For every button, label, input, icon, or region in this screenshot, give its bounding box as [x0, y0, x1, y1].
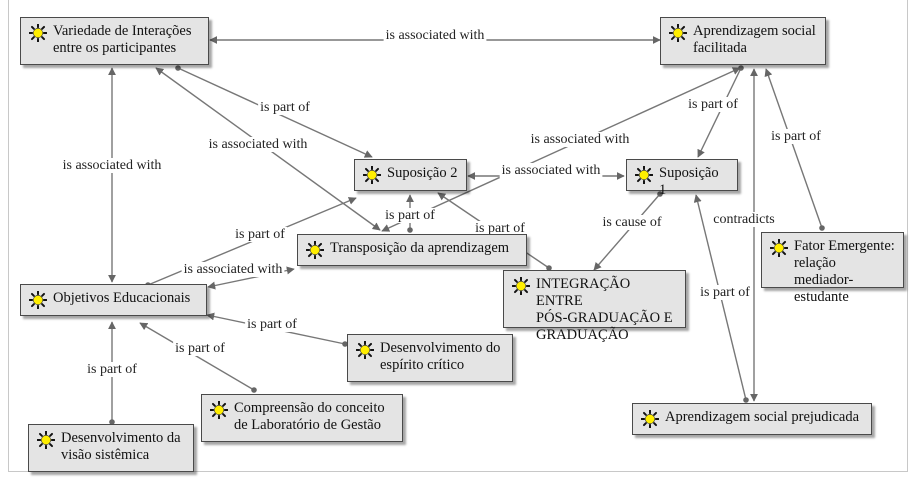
concept-sun-icon — [668, 23, 688, 43]
link-origin-dot — [743, 397, 749, 403]
concept-node-compreensao[interactable]: Compreensão do conceito de Laboratório d… — [201, 394, 403, 442]
link-label-background — [206, 137, 310, 152]
concept-sun-icon — [769, 238, 789, 258]
concept-node-integracao[interactable]: INTEGRAÇÃO ENTRE PÓS-GRADUAÇÃO E GRADUAÇ… — [503, 270, 686, 343]
concept-label: Transposição da aprendizagem — [330, 240, 510, 256]
concept-sun-icon — [634, 165, 654, 185]
link-label: is part of — [175, 341, 225, 356]
link-compreensao-objetivos[interactable] — [139, 322, 255, 391]
concept-label: Variedade de Interações entre os partici… — [53, 23, 192, 56]
link-label: is part of — [688, 97, 738, 112]
link-origin-dot — [819, 225, 825, 231]
canvas-frame — [8, 0, 908, 472]
link-label-background — [233, 227, 288, 242]
concept-node-fator[interactable]: Fator Emergente: relação mediador- estud… — [761, 232, 904, 305]
link-label-background — [769, 129, 824, 144]
concept-label: INTEGRAÇÃO ENTRE PÓS-GRADUAÇÃO E GRADUAÇ… — [536, 276, 673, 343]
link-label: is part of — [87, 362, 137, 377]
concept-label: Suposição 1 — [659, 165, 719, 198]
link-label-background — [383, 208, 438, 223]
concept-sun-icon — [305, 240, 325, 260]
link-origin-dot — [251, 387, 257, 393]
link-label: is part of — [771, 129, 821, 144]
concept-label: Desenvolvimento do espírito crítico — [380, 340, 501, 373]
concept-node-variedade[interactable]: Variedade de Interações entre os partici… — [20, 17, 209, 65]
concept-node-transposicao[interactable]: Transposição da aprendizagem — [297, 234, 527, 266]
link-origin-dot — [546, 265, 552, 271]
link-label: is part of — [260, 100, 310, 115]
concept-label: Aprendizagem social prejudicada — [665, 409, 860, 425]
concept-sun-icon — [640, 409, 660, 429]
concept-sun-icon — [362, 165, 382, 185]
concept-node-suposicao1[interactable]: Suposição 1 — [626, 159, 738, 198]
link-label-background — [258, 100, 313, 115]
link-origin-dot — [407, 227, 413, 233]
link-origin-dot — [109, 419, 115, 425]
link-label-background — [245, 317, 300, 332]
concept-sun-icon — [355, 340, 375, 360]
link-origin-dot — [175, 65, 181, 71]
link-label: is cause of — [602, 215, 661, 230]
link-label-background — [698, 285, 753, 300]
link-label-background — [686, 97, 741, 112]
concept-sun-icon — [36, 430, 56, 450]
link-label: is associated with — [63, 158, 162, 173]
link-label: contradicts — [713, 212, 774, 227]
link-label-background — [85, 362, 140, 377]
link-label: is associated with — [502, 163, 601, 178]
concept-label: Objetivos Educacionais — [53, 290, 191, 306]
link-label-background — [60, 158, 164, 173]
link-label: is part of — [700, 285, 750, 300]
concept-label: Fator Emergente: relação mediador- estud… — [794, 238, 895, 305]
link-label: is associated with — [209, 137, 308, 152]
link-label-background — [173, 341, 228, 356]
concept-node-espirito[interactable]: Desenvolvimento do espírito crítico — [347, 334, 513, 382]
concept-node-suposicao2[interactable]: Suposição 2 — [354, 159, 467, 191]
link-label: is part of — [475, 221, 525, 236]
concept-label: Compreensão do conceito de Laboratório d… — [234, 400, 385, 433]
concept-label: Desenvolvimento da visão sistêmica — [61, 430, 181, 463]
concept-sun-icon — [28, 290, 48, 310]
concept-label: Aprendizagem social facilitada — [693, 23, 816, 56]
link-aprend_facilitada-suposicao1[interactable] — [697, 67, 742, 158]
concept-label: Suposição 2 — [387, 165, 458, 181]
link-label-background — [181, 262, 285, 277]
link-suposicao1-integracao[interactable] — [593, 193, 661, 271]
concept-sun-icon — [209, 400, 229, 420]
link-label: is associated with — [184, 262, 283, 277]
concept-node-aprend_facilitada[interactable]: Aprendizagem social facilitada — [660, 17, 826, 65]
link-label-background — [711, 212, 777, 227]
link-label-background — [600, 215, 664, 230]
concept-sun-icon — [511, 276, 531, 296]
link-label: is part of — [385, 208, 435, 223]
link-origin-dot — [657, 191, 663, 197]
link-label: is associated with — [386, 28, 485, 43]
concept-node-aprend_prejudicada[interactable]: Aprendizagem social prejudicada — [632, 403, 872, 435]
concept-node-objetivos[interactable]: Objetivos Educacionais — [20, 284, 207, 316]
link-fator-aprend_facilitada[interactable] — [764, 68, 823, 229]
link-label-background — [383, 28, 487, 43]
concept-sun-icon — [28, 23, 48, 43]
link-label-background — [473, 221, 528, 236]
link-label-background — [528, 132, 632, 147]
link-aprend_facilitada-transposicao[interactable] — [381, 67, 741, 232]
link-label: is part of — [235, 227, 285, 242]
link-label: is associated with — [531, 132, 630, 147]
link-origin-dot — [342, 341, 348, 347]
concept-node-visao[interactable]: Desenvolvimento da visão sistêmica — [28, 424, 194, 472]
link-label: is part of — [247, 317, 297, 332]
link-label-background — [499, 163, 603, 178]
